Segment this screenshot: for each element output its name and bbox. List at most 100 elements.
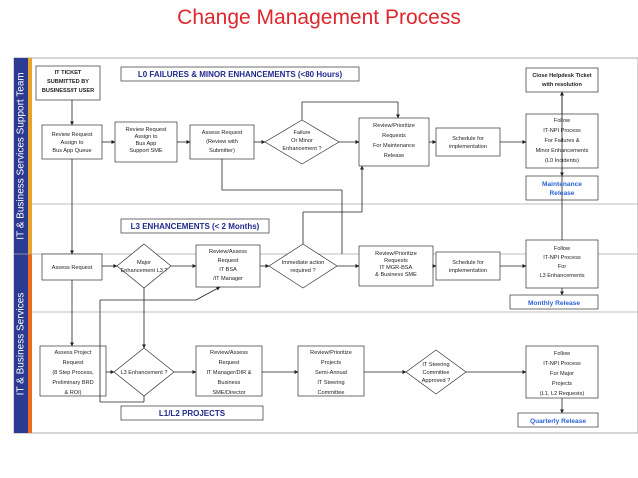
follow-proj-label: Projects: [552, 381, 572, 387]
schedule-l0-box: [435, 127, 501, 157]
follow-proj-box: [525, 345, 599, 399]
schedule-l0-label: Schedule for: [452, 136, 484, 142]
sidebar-bottom: [14, 254, 28, 433]
review-request-assign-label: Bus App Queue: [52, 148, 91, 154]
banner-l0-box: [120, 66, 360, 82]
review-request-assign-label: Assign to: [60, 140, 83, 146]
band-bottom: [28, 254, 32, 433]
review-prioritize-l0-box: [358, 117, 430, 167]
review-prioritize-l0-label: For Maintenance: [373, 143, 415, 149]
assess-request-l3-box: [41, 253, 103, 281]
assess-project-label: Request: [63, 360, 84, 366]
assess-project-label: (8 Step Process,: [52, 370, 94, 376]
review-prioritize-proj-label: Semi-Annual: [315, 370, 347, 376]
assess-project-label: Assess Project: [55, 350, 92, 356]
assess-project-label: & ROI): [64, 390, 81, 396]
follow-l3-box: [525, 239, 599, 289]
steering-decision-diamond: [405, 349, 467, 395]
review-request-sme-box: [114, 121, 178, 163]
review-prioritize-proj-box: [297, 345, 365, 397]
follow-l3-label: IT-NPI Process: [543, 255, 581, 261]
review-prioritize-proj-label: Committee: [317, 390, 344, 396]
assess-request-l0-label: (Review with: [206, 139, 238, 145]
schedule-l3-label: implementation: [449, 268, 487, 274]
maintenance-release-label: Release: [550, 190, 575, 197]
steering-decision-label: Committee: [422, 370, 449, 376]
review-assess-l3-label: IT BSA: [219, 267, 237, 273]
immediate-decision-label: required ?: [290, 268, 315, 274]
connectors: [70, 91, 564, 414]
review-assess-proj-label: IT Manager/DIR &: [207, 370, 252, 376]
page-title: Change Management Process: [177, 6, 461, 29]
follow-l3-label: L3 Enhancements: [539, 273, 584, 279]
review-prioritize-l3-label: IT MGR-BSA: [380, 265, 413, 271]
review-request-assign-label: Review Request: [52, 132, 93, 138]
steering-decision-label: IT Steering: [422, 362, 449, 368]
review-assess-proj-label: Business: [218, 380, 241, 386]
review-prioritize-l0-label: Requests: [382, 133, 406, 139]
review-request-sme-label: Assign to: [134, 134, 157, 140]
review-request-sme-label: Review Request: [126, 127, 167, 133]
schedule-l3-box: [435, 251, 501, 281]
review-assess-proj-label: Request: [219, 360, 240, 366]
review-request-sme-label: Support SME: [129, 148, 163, 154]
banner-l3-box: [120, 218, 270, 234]
review-request-sme-label: Bus App: [136, 141, 157, 147]
review-prioritize-l3-label: Requests: [384, 258, 408, 264]
assess-project-label: Preliminary BRD: [52, 380, 93, 386]
l3-decision-label: L3 Enhancement ?: [121, 370, 168, 376]
it-ticket-label: SUBMITTED BY: [47, 79, 89, 85]
review-prioritize-l0-label: Review/Prioritize: [373, 123, 415, 129]
review-prioritize-proj-label: Projects: [321, 360, 341, 366]
review-prioritize-l3-label: & Business SME: [375, 272, 417, 278]
follow-proj-label: (L1, L2 Requests): [540, 391, 585, 397]
review-prioritize-proj-label: IT Steering: [317, 380, 344, 386]
follow-l0-label: Minor Enhancements: [536, 148, 589, 154]
steering-decision-label: Approved ?: [422, 378, 451, 384]
follow-proj-label: For Major: [550, 371, 574, 377]
follow-l3-label: For: [558, 264, 567, 270]
review-assess-proj-label: Review/Assess: [210, 350, 248, 356]
review-assess-l3-label: Request: [218, 258, 239, 264]
quarterly-release-box: [517, 412, 599, 428]
maintenance-release-label: Maintenance: [542, 181, 582, 188]
failure-decision-diamond: [264, 119, 340, 165]
review-assess-proj-label: SME/Director: [212, 390, 245, 396]
it-ticket-box: [35, 65, 101, 101]
assess-request-l0-label: Assess Request: [202, 130, 243, 136]
banner-l0: L0 FAILURES & MINOR ENHANCEMENTS (<80 Ho…: [138, 70, 343, 79]
follow-l0-label: IT-NPI Process: [543, 128, 581, 134]
monthly-release-label: Monthly Release: [528, 300, 580, 307]
review-assess-l3-label: /IT Manager: [213, 276, 243, 282]
assess-request-l0-label: Submitter): [209, 148, 235, 154]
review-assess-l3-label: Review/Assess: [209, 249, 247, 255]
it-ticket-label: IT TICKET: [55, 70, 82, 76]
review-assess-proj-box: [195, 345, 263, 397]
schedule-l0-label: implementation: [449, 144, 487, 150]
immediate-decision-label: Immediate action: [282, 260, 325, 266]
assess-request-l3-label: Assess Request: [52, 265, 93, 271]
major-decision-label: Enhancement L3 ?: [121, 268, 168, 274]
banner-l12: L1/L2 PROJECTS: [159, 409, 226, 418]
failure-decision-label: Or Minor: [291, 138, 313, 144]
follow-l3-label: Follow: [554, 246, 571, 252]
review-prioritize-l3-label: Review/Prioritize: [375, 251, 417, 257]
failure-decision-label: Failure: [293, 130, 310, 136]
follow-l0-label: For Failures &: [544, 138, 579, 144]
follow-proj-label: Follow: [554, 351, 571, 357]
side-label-bottom: IT & Business Services: [16, 293, 27, 396]
immediate-decision-diamond: [268, 243, 338, 289]
major-decision-label: Major: [137, 260, 151, 266]
close-ticket-label: with resolution: [541, 82, 582, 88]
schedule-l3-label: Schedule for: [452, 260, 484, 266]
band-top: [28, 58, 32, 254]
close-ticket-box: [525, 67, 599, 93]
assess-request-l0-box: [189, 124, 255, 160]
review-prioritize-l0-label: Release: [384, 153, 405, 159]
follow-l0-label: Follow: [554, 118, 571, 124]
banner-l12-box: [120, 405, 264, 421]
follow-proj-label: IT-NPI Process: [543, 361, 581, 367]
